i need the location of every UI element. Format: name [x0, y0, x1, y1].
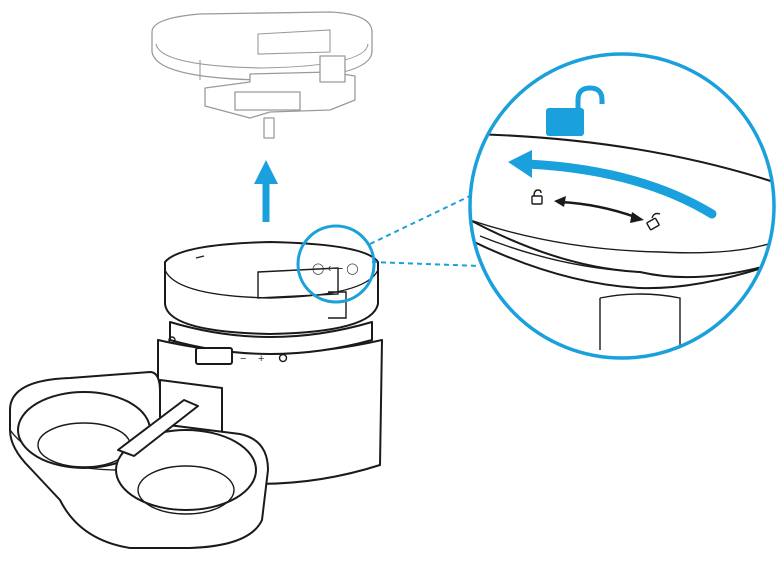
lock-small-icon [646, 212, 661, 231]
bowl-tray [9, 371, 269, 549]
double-arrow-icon [554, 196, 644, 223]
plus-button-label: + [258, 353, 264, 365]
arrow-up-icon [254, 160, 278, 222]
detail-callout-marker: ◯ ⟵ ◯ [296, 195, 481, 304]
unlock-small-icon [531, 189, 543, 205]
magnified-detail [468, 52, 776, 360]
curved-arrow-left-icon [508, 150, 532, 178]
power-button-icon [278, 353, 288, 363]
minus-button-label: − [240, 353, 246, 365]
unlocked-padlock-icon [546, 85, 605, 136]
right-bowl [115, 429, 257, 511]
removed-lid [151, 11, 373, 139]
svg-text:◯ ⟵ ◯: ◯ ⟵ ◯ [312, 263, 359, 275]
indicator-light-icon [168, 336, 176, 344]
